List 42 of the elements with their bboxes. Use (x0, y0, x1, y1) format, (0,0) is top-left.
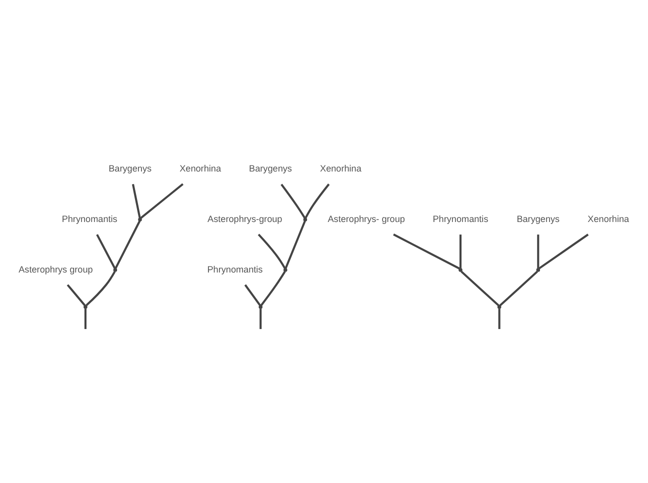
connector (260, 308, 262, 329)
connector (114, 220, 141, 268)
node-point (283, 268, 288, 272)
connector (140, 182, 184, 218)
connector (258, 233, 286, 268)
node-point (113, 268, 118, 272)
connector (459, 234, 462, 268)
connector (304, 183, 330, 218)
connector (537, 234, 540, 268)
node-text: Xenorhina (180, 162, 221, 173)
connector (260, 270, 286, 306)
connector (498, 308, 500, 329)
node-text: Phrynomantis (432, 213, 488, 224)
connector (284, 220, 306, 268)
connector (244, 284, 261, 306)
node-text: Asterophrys group (18, 264, 93, 274)
connector (86, 270, 116, 306)
node-text: Asterophrys-group (208, 213, 282, 224)
connector (96, 234, 116, 268)
node-point (497, 304, 502, 308)
node-text: Phrynomantis (207, 264, 263, 274)
connector (460, 270, 500, 306)
node-text: Phrynomantis (62, 213, 118, 224)
connector (499, 270, 538, 306)
connector (132, 183, 141, 218)
node-point (84, 304, 88, 308)
connector (393, 233, 460, 269)
node-text: Xenorhina (588, 213, 630, 224)
node-point (536, 268, 540, 272)
node-point (303, 217, 308, 221)
node-point (258, 304, 262, 308)
connector (538, 233, 589, 269)
connector (66, 284, 86, 306)
node-point (138, 217, 142, 221)
node-text: Barygenys (108, 162, 152, 173)
connector (280, 183, 306, 218)
node-text: Asterophrys- group (328, 213, 405, 224)
node-point (458, 268, 462, 272)
node-text: Xenorhina (320, 162, 362, 173)
node-text: Barygenys (249, 162, 292, 173)
connector (84, 308, 86, 329)
node-text: Barygenys (516, 213, 560, 224)
